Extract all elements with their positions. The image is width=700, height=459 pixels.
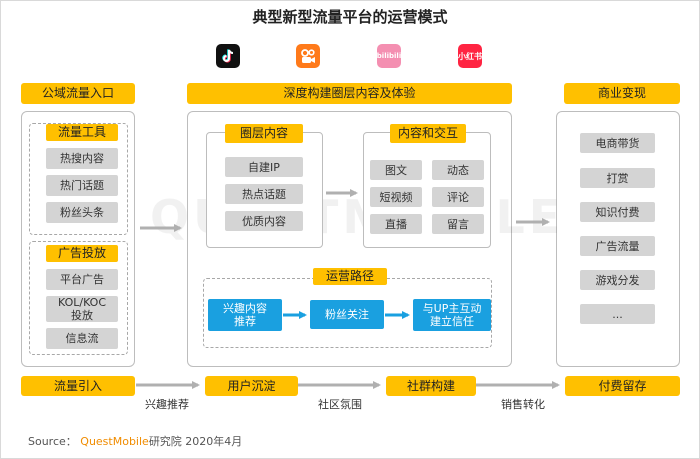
- monetize-item-more: ...: [580, 304, 655, 324]
- flow-transition-community: 社区氛围: [318, 398, 362, 411]
- ad-item-platform: 平台广告: [46, 269, 118, 290]
- circle-item-quality: 优质内容: [225, 211, 303, 231]
- tool-item-hot-topic: 热门话题: [46, 175, 118, 196]
- flow-stage-payment: 付费留存: [565, 376, 680, 396]
- circle-item-hot: 热点话题: [225, 184, 303, 204]
- ad-placement-group: [29, 241, 128, 355]
- interaction-tag: 内容和交互: [390, 124, 466, 143]
- kuaishou-icon: [296, 44, 320, 68]
- interaction-item-comment: 评论: [432, 187, 484, 207]
- figure-title: 典型新型流量平台的运营模式: [252, 8, 448, 26]
- ad-item-kol: KOL/KOC 投放: [46, 296, 118, 322]
- source-note: Source： QuestMobile研究院 2020年4月: [28, 433, 242, 449]
- xiaohongshu-icon: 小红书: [458, 44, 482, 68]
- tool-item-hot-search: 热搜内容: [46, 148, 118, 169]
- flow-transition-interest: 兴趣推荐: [145, 398, 189, 411]
- source-brand: QuestMobile: [80, 435, 149, 448]
- source-suffix: 研究院 2020年4月: [148, 435, 243, 448]
- tool-item-fan-headline: 粉丝头条: [46, 202, 118, 223]
- interaction-item-feed: 动态: [432, 160, 484, 180]
- circle-content-tag: 圈层内容: [225, 124, 303, 143]
- flow-stage-traffic-in: 流量引入: [21, 376, 135, 396]
- ops-path-tag: 运营路径: [313, 268, 387, 285]
- ops-step-follow: 粉丝关注: [310, 300, 384, 329]
- flow-transition-sales: 销售转化: [501, 398, 545, 411]
- flow-stage-user-retain: 用户沉淀: [205, 376, 298, 396]
- bilibili-icon: bilibili: [377, 44, 401, 68]
- flow-stage-community: 社群构建: [386, 376, 476, 396]
- circle-item-ip: 自建IP: [225, 157, 303, 177]
- header-monetize: 商业变现: [564, 83, 680, 104]
- interaction-item-short-video: 短视频: [370, 187, 422, 207]
- source-prefix: Source：: [28, 435, 77, 448]
- monetize-item-ad-traffic: 广告流量: [580, 236, 655, 256]
- ad-placement-tag: 广告投放: [46, 245, 118, 262]
- ops-step-trust: 与UP主互动 建立信任: [413, 299, 491, 331]
- interaction-item-text: 图文: [370, 160, 422, 180]
- xiaohongshu-logo-text: 小红书: [458, 51, 482, 61]
- tiktok-icon: [216, 44, 240, 68]
- traffic-tools-tag: 流量工具: [46, 124, 118, 141]
- monetize-item-tipping: 打赏: [580, 168, 655, 188]
- header-content: 深度构建圈层内容及体验: [187, 83, 512, 104]
- ad-item-feed: 信息流: [46, 328, 118, 349]
- ops-step-recommend: 兴趣内容 推荐: [208, 299, 282, 331]
- interaction-item-live: 直播: [370, 214, 422, 234]
- monetize-item-game: 游戏分发: [580, 270, 655, 290]
- traffic-tools-group: [29, 123, 128, 235]
- bilibili-logo-text: bilibili: [376, 52, 402, 60]
- header-entry: 公域流量入口: [21, 83, 135, 104]
- monetize-item-knowledge: 知识付费: [580, 202, 655, 222]
- monetize-item-ecommerce: 电商带货: [580, 133, 655, 153]
- interaction-item-message: 留言: [432, 214, 484, 234]
